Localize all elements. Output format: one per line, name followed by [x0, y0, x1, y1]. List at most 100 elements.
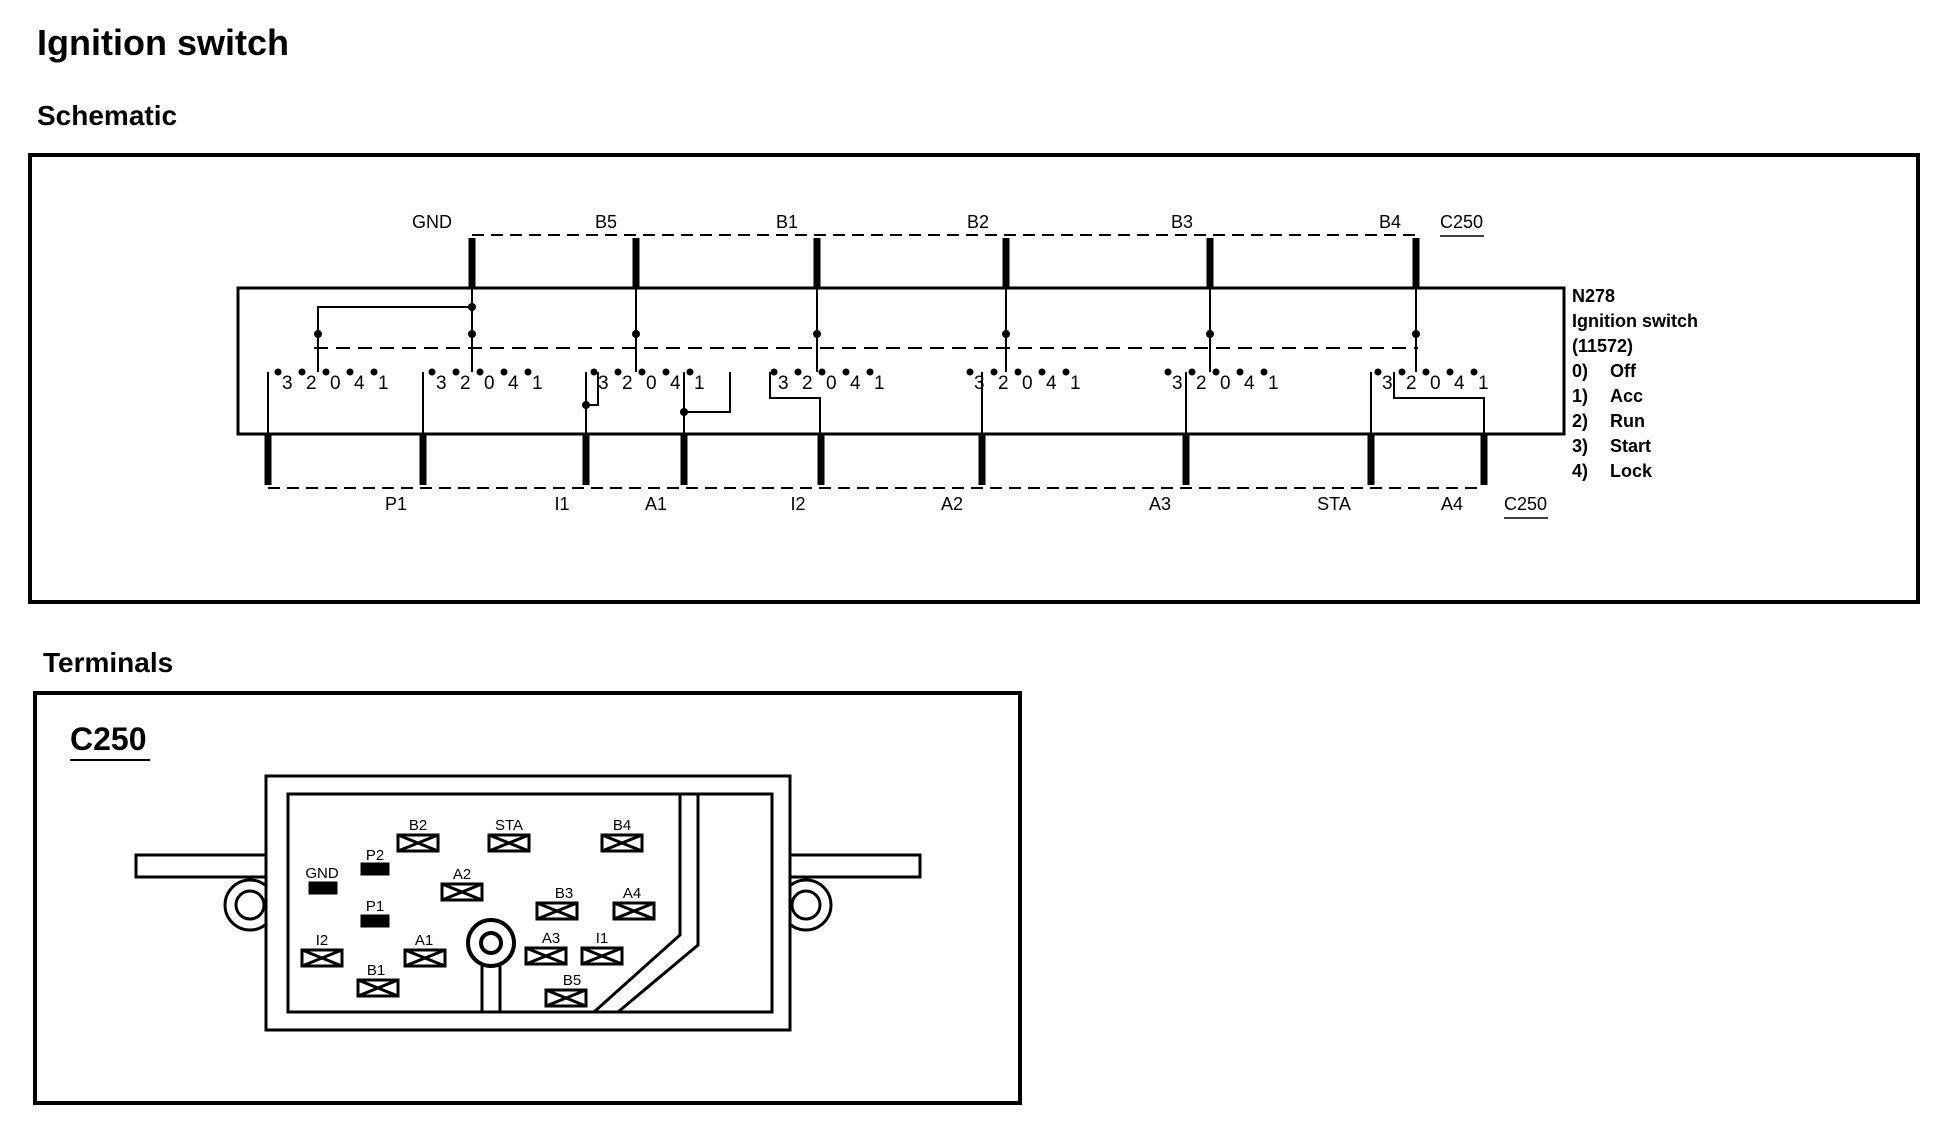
terminal-label-gnd: GND — [305, 865, 339, 882]
switch-position-3-3: 3 — [598, 373, 609, 394]
ignition-switch-body — [236, 286, 1566, 436]
switch-position-1-3: 3 — [282, 373, 293, 394]
switch-position-2-4: 4 — [508, 373, 519, 394]
terminals-frame — [33, 691, 1022, 1105]
switch-contact-7-0 — [1422, 368, 1430, 376]
switch-contact-7-3 — [1374, 368, 1382, 376]
switch-contact-6-3 — [1164, 368, 1172, 376]
switch-position-1-0: 0 — [330, 373, 341, 394]
switch-contact-3-0 — [638, 368, 646, 376]
switch-position-2-2: 2 — [460, 373, 471, 394]
switch-contact-1-1 — [370, 368, 378, 376]
switch-position-4-2: 2 — [802, 373, 813, 394]
switch-position-5-3: 3 — [974, 373, 985, 394]
legend-label-lock: Lock — [1610, 461, 1653, 481]
switch-contact-7-2 — [1398, 368, 1406, 376]
terminal-label-a1: A1 — [415, 932, 433, 949]
switch-contact-2-4 — [500, 368, 508, 376]
terminal-b2 — [396, 833, 440, 853]
switch-contact-4-1 — [866, 368, 874, 376]
switch-position-3-4: 4 — [670, 373, 681, 394]
terminal-label-a2: A2 — [453, 866, 471, 883]
switch-position-4-3: 3 — [778, 373, 789, 394]
switch-contact-5-4 — [1038, 368, 1046, 376]
terminal-label-a3: A3 — [542, 930, 560, 947]
switch-contact-6-1 — [1260, 368, 1268, 376]
pin-label-p1: P1 — [385, 494, 407, 514]
terminal-label-sta: STA — [495, 817, 523, 834]
switch-position-2-0: 0 — [484, 373, 495, 394]
terminal-p1 — [360, 914, 390, 928]
pin-label-b1: B1 — [776, 212, 798, 232]
terminal-label-i2: I2 — [316, 932, 329, 949]
pin-label-a1: A1 — [645, 494, 667, 514]
pin-label-b5: B5 — [595, 212, 617, 232]
switch-contact-4-4 — [842, 368, 850, 376]
switch-contact-7-1 — [1470, 368, 1478, 376]
legend-key-start: 3) — [1572, 436, 1588, 456]
pin-label-gnd: GND — [412, 212, 452, 232]
terminal-label-i1: I1 — [596, 930, 609, 947]
switch-contact-4-0 — [818, 368, 826, 376]
switch-position-4-4: 4 — [850, 373, 861, 394]
pin-label-a3: A3 — [1149, 494, 1171, 514]
switch-contact-3-3 — [590, 368, 598, 376]
switch-position-4-1: 1 — [874, 373, 885, 394]
connector-drawing — [134, 774, 922, 1032]
terminal-a1 — [403, 948, 447, 968]
switch-position-3-0: 0 — [646, 373, 657, 394]
pin-label-b3: B3 — [1171, 212, 1193, 232]
terminal-label-b5: B5 — [563, 972, 581, 989]
terminal-a3 — [524, 946, 568, 966]
component-name: Ignition switch — [1572, 311, 1698, 331]
switch-position-6-0: 0 — [1220, 373, 1231, 394]
switch-position-5-0: 0 — [1022, 373, 1033, 394]
terminal-sta — [487, 833, 531, 853]
switch-contact-3-1 — [686, 368, 694, 376]
section-title-terminals: Terminals — [43, 647, 174, 678]
switch-contact-2-2 — [452, 368, 460, 376]
switch-contact-5-3 — [966, 368, 974, 376]
terminal-label-b1: B1 — [367, 962, 385, 979]
switch-contact-7-4 — [1446, 368, 1454, 376]
terminal-i2 — [300, 948, 344, 968]
terminal-label-a4: A4 — [623, 885, 641, 902]
switch-contact-6-2 — [1188, 368, 1196, 376]
terminal-label-b2: B2 — [409, 817, 427, 834]
terminal-cavities — [300, 833, 656, 1008]
switch-contact-2-3 — [428, 368, 436, 376]
switch-position-1-4: 4 — [354, 373, 365, 394]
switch-contact-4-2 — [794, 368, 802, 376]
junction-dots — [314, 303, 1420, 416]
terminal-b3 — [535, 901, 579, 921]
switch-contact-5-2 — [990, 368, 998, 376]
switch-position-2-3: 3 — [436, 373, 447, 394]
switch-position-7-4: 4 — [1454, 373, 1465, 394]
pin-label-b4: B4 — [1379, 212, 1401, 232]
connector-ref-bottom: C250 — [1504, 494, 1547, 514]
component-id: N278 — [1572, 286, 1615, 306]
connector-ref-top: C250 — [1440, 212, 1483, 232]
terminal-label-p1: P1 — [366, 898, 384, 915]
switch-position-5-1: 1 — [1070, 373, 1081, 394]
page-title: Ignition switch — [37, 22, 289, 63]
switch-position-3-2: 2 — [622, 373, 633, 394]
pin-label-b2: B2 — [967, 212, 989, 232]
terminal-a2 — [440, 882, 484, 902]
switch-position-2-1: 1 — [532, 373, 543, 394]
legend-key-off: 0) — [1572, 361, 1588, 381]
switch-position-6-1: 1 — [1268, 373, 1279, 394]
legend-label-start: Start — [1610, 436, 1651, 456]
internal-wiring — [267, 288, 1485, 434]
switch-position-4-0: 0 — [826, 373, 837, 394]
pin-label-i1: I1 — [554, 494, 569, 514]
terminal-b4 — [600, 833, 644, 853]
switch-contact-5-1 — [1062, 368, 1070, 376]
switch-contact-1-3 — [274, 368, 282, 376]
legend-label-off: Off — [1610, 361, 1637, 381]
switch-position-7-3: 3 — [1382, 373, 1393, 394]
terminal-b5 — [544, 988, 588, 1008]
terminal-gnd — [308, 881, 338, 895]
